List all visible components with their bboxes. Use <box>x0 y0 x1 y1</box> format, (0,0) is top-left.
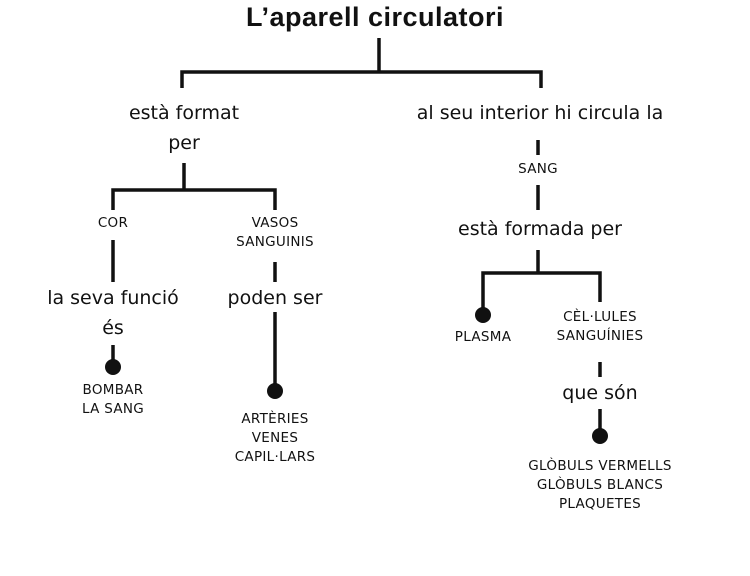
result-vessels: ARTÈRIES VENES CAPIL·LARS <box>234 411 316 465</box>
node-dot-bombar <box>105 359 121 375</box>
node-dot-arteries <box>267 383 283 399</box>
concept-cor: COR <box>97 215 129 231</box>
relation-poden-ser: poden ser <box>227 287 323 309</box>
relation-esta-formada-per: està formada per <box>458 218 622 240</box>
node-dot-globuls <box>592 428 608 444</box>
concept-cellules-sanguinies: CÈL·LULES SANGUÍNIES <box>556 309 644 344</box>
relation-esta-format-per: està format per <box>128 102 240 154</box>
relation-al-seu-interior: al seu interior hi circula la <box>416 102 664 124</box>
relation-que-son: que són <box>562 382 638 404</box>
concept-sang: SANG <box>518 161 558 177</box>
result-bombar-la-sang: BOMBAR LA SANG <box>81 382 145 417</box>
concept-plasma: PLASMA <box>454 329 512 345</box>
result-blood-cells: GLÒBULS VERMELLS GLÒBULS BLANCS PLAQUETE… <box>528 458 672 512</box>
relation-la-seva-funcio-es: la seva funció és <box>47 287 179 339</box>
connector-left-bar <box>111 188 277 210</box>
connector-right-bar <box>481 271 602 313</box>
diagram-title: L’aparell circulatori <box>245 2 505 32</box>
connector-main-bar <box>180 70 543 88</box>
concept-vasos-sanguinis: VASOS SANGUINIS <box>236 215 314 250</box>
node-dot-plasma <box>475 307 491 323</box>
